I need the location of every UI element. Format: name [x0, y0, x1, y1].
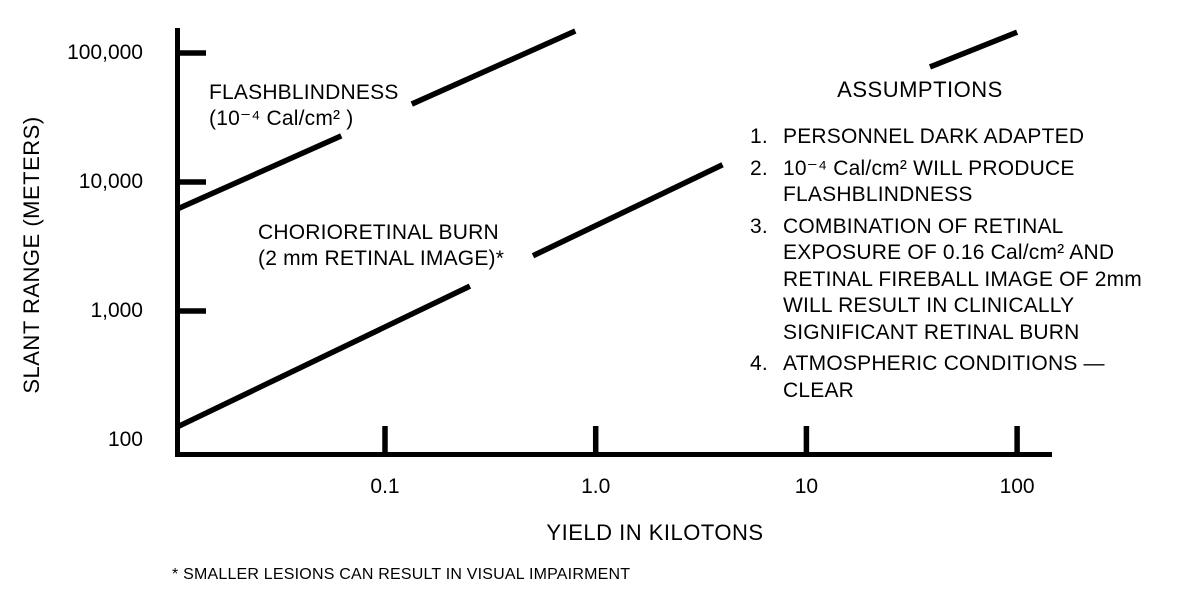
- assumption-item: 4. ATMOSPHERIC CONDITIONS — CLEAR: [750, 351, 1200, 404]
- assumption-item: 2. 10⁻⁴ Cal/cm² WILL PRODUCE FLASHBLINDN…: [750, 156, 1200, 209]
- assumption-text: ATMOSPHERIC CONDITIONS — CLEAR: [783, 352, 1105, 402]
- assumption-item: 3. COMBINATION OF RETINAL EXPOSURE OF 0.…: [750, 214, 1200, 347]
- flashblindness-line-label: FLASHBLINDNESS (10⁻⁴ Cal/cm² ): [209, 81, 399, 130]
- series-chorioretinal-segment: [531, 162, 724, 259]
- assumption-text: PERSONNEL DARK ADAPTED: [783, 125, 1085, 148]
- assumption-text: COMBINATION OF RETINAL EXPOSURE OF 0.16 …: [783, 214, 1142, 344]
- x-tick-label: 1.0: [581, 475, 611, 498]
- assumptions-panel: 1. PERSONNEL DARK ADAPTED 2. 10⁻⁴ Cal/cm…: [750, 124, 1200, 409]
- y-tick-label: 10,000: [78, 170, 143, 193]
- x-tick-label: 100: [999, 475, 1035, 498]
- series-chorioretinal-segment: [175, 283, 472, 430]
- footnote: * SMALLER LESIONS CAN RESULT IN VISUAL I…: [172, 566, 631, 583]
- assumption-item: 1. PERSONNEL DARK ADAPTED: [750, 124, 1200, 151]
- y-axis-title: SLANT RANGE (METERS): [19, 116, 44, 394]
- series-flashblindness-segment: [928, 29, 1019, 70]
- x-tick-label: 0.1: [370, 475, 400, 498]
- assumption-number: 2.: [750, 156, 768, 180]
- x-tick-label: 10: [794, 475, 819, 498]
- assumption-text: 10⁻⁴ Cal/cm² WILL PRODUCE FLASHBLINDNESS: [783, 156, 1075, 207]
- series-flashblindness-segment: [410, 28, 577, 107]
- assumption-number: 1.: [750, 125, 768, 148]
- y-tick-label: 1,000: [90, 299, 143, 322]
- y-tick-label: 100,000: [67, 41, 143, 64]
- chorioretinal-line-label: CHORIORETINAL BURN (2 mm RETINAL IMAGE)*: [258, 221, 505, 270]
- x-axis-title: YIELD IN KILOTONS: [546, 520, 764, 545]
- assumption-number: 4.: [750, 352, 768, 375]
- assumptions-title: ASSUMPTIONS: [837, 77, 1003, 102]
- assumption-number: 3.: [750, 214, 768, 238]
- series-flashblindness-segment: [176, 133, 343, 212]
- y-tick-label: 100: [107, 428, 143, 451]
